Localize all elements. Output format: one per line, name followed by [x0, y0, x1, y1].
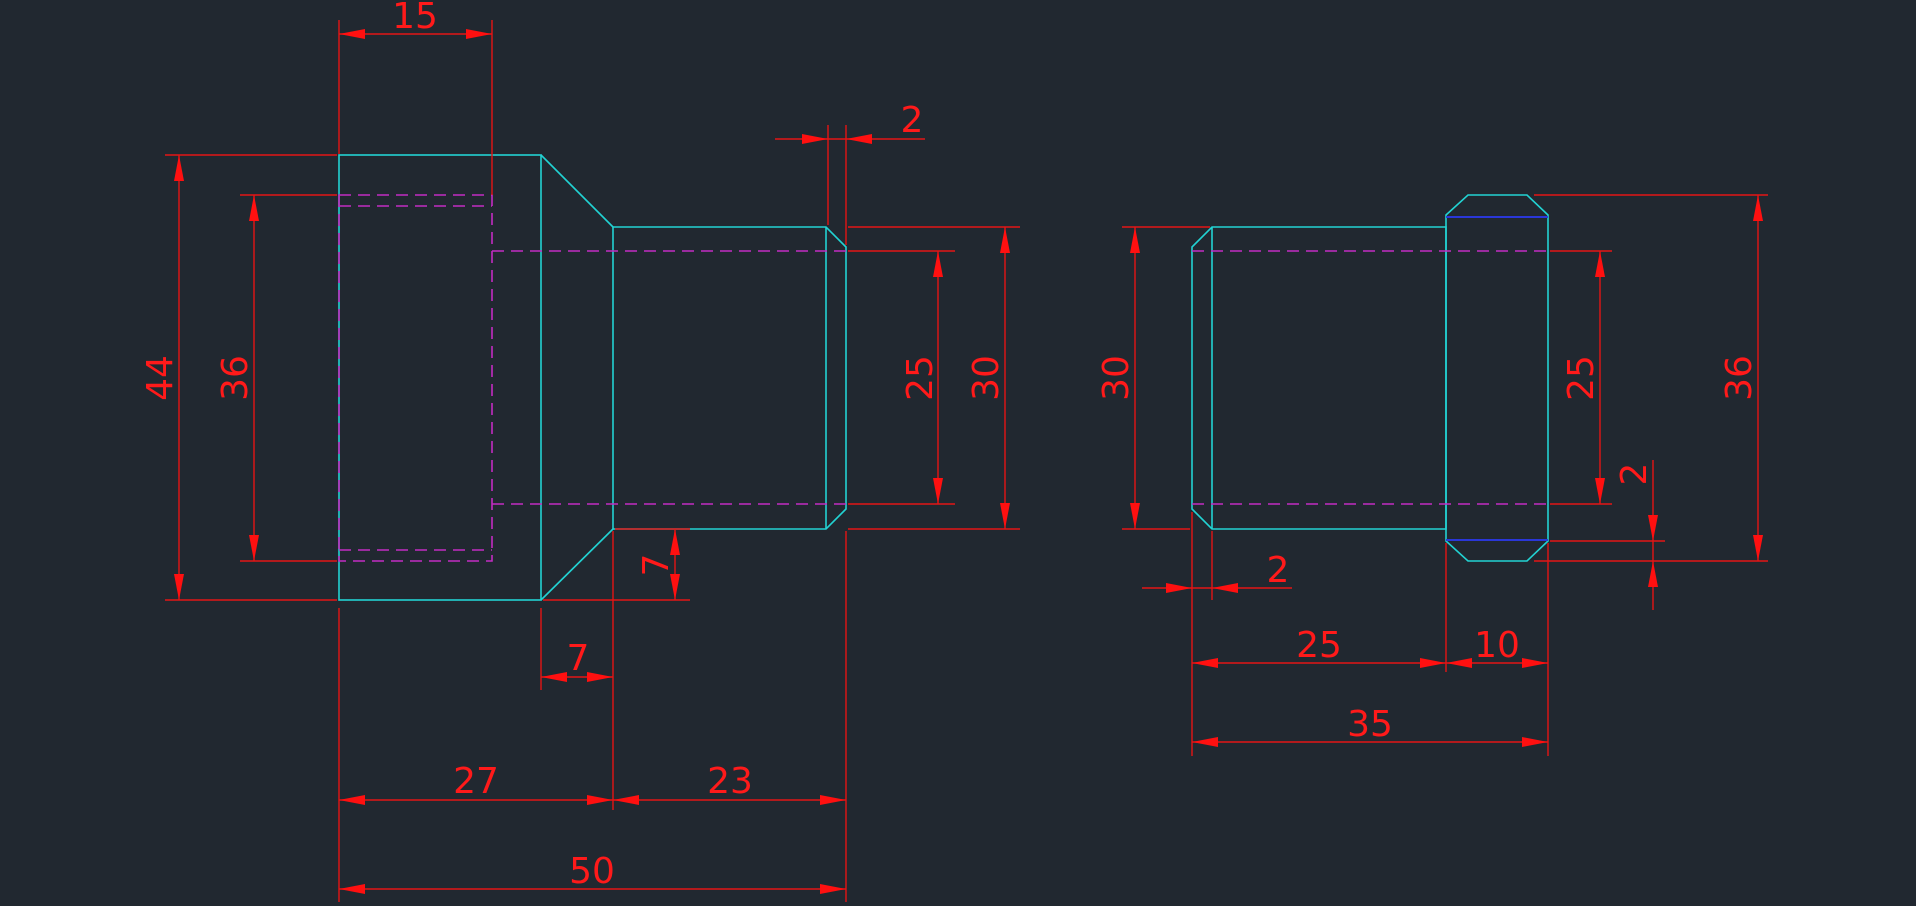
- dim-left-taper-width: 7: [567, 638, 590, 679]
- left-part-dimension-lines: [178, 33, 1006, 890]
- dim-left-step-height: 7: [636, 554, 677, 577]
- right-part-dimension-texts: 30 2 25 10 35 25 2 36: [1096, 355, 1760, 745]
- dim-left-bore-height: 36: [215, 355, 256, 401]
- left-part-hidden-lines: [338, 194, 846, 562]
- dim-left-top-width: 15: [392, 0, 438, 37]
- left-part-outline: [338, 154, 847, 601]
- left-part-extension-lines: [165, 20, 1020, 902]
- left-part-dimension-texts: 15 2 44 36 25 30 7 7 27 23 50: [140, 0, 1007, 892]
- left-part: 15 2 44 36 25 30 7 7 27 23 50: [140, 0, 1020, 902]
- dim-left-shaft-height: 30: [966, 355, 1007, 401]
- dim-right-collar-length: 10: [1474, 625, 1520, 666]
- dim-left-outer-height: 44: [140, 355, 181, 401]
- dim-right-collar-height: 36: [1719, 355, 1760, 401]
- dim-right-total-length: 35: [1347, 704, 1393, 745]
- left-part-arrowheads: [174, 29, 1010, 894]
- dim-right-collar-step: 2: [1614, 463, 1655, 486]
- dim-right-shaft-length: 25: [1296, 625, 1342, 666]
- dim-left-socket-length: 27: [453, 761, 499, 802]
- right-part-arrowheads: [1130, 195, 1763, 747]
- right-part: 30 2 25 10 35 25 2 36: [1096, 194, 1768, 756]
- right-part-extension-lines: [1122, 194, 1768, 756]
- dim-right-inner-height: 25: [1561, 355, 1602, 401]
- dim-left-chamfer-offset: 2: [901, 100, 924, 141]
- right-part-hidden-lines: [1192, 250, 1548, 505]
- right-part-thread-lines: [1446, 216, 1548, 541]
- right-part-outline: [1191, 194, 1549, 562]
- dim-right-height: 30: [1096, 355, 1137, 401]
- dim-left-inner-height: 25: [900, 355, 941, 401]
- dim-left-total-length: 50: [569, 851, 615, 892]
- dim-right-chamfer-width: 2: [1267, 550, 1290, 591]
- dim-left-shaft-length: 23: [707, 761, 753, 802]
